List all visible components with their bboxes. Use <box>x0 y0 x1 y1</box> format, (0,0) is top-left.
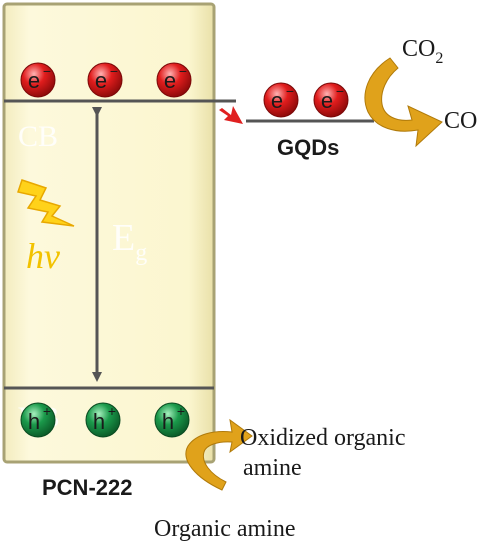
svg-text:h: h <box>162 409 174 434</box>
co2-label: CO2 <box>402 36 443 67</box>
electron-cb-1: e − <box>20 62 56 98</box>
svg-text:+: + <box>177 403 185 419</box>
co-label: CO <box>444 108 477 134</box>
photon-label: hν <box>26 236 60 276</box>
svg-text:e: e <box>321 88 333 113</box>
svg-text:h: h <box>93 409 105 434</box>
svg-text:−: − <box>286 83 294 99</box>
svg-text:e: e <box>95 68 107 93</box>
svg-text:−: − <box>336 83 344 99</box>
oxidized-amine-label-line1: Oxidized organic <box>240 425 406 451</box>
lightning-bolt-icon <box>17 179 75 227</box>
svg-text:h: h <box>28 409 40 434</box>
oxidized-amine-label-line2: amine <box>243 455 302 481</box>
cb-electrons: e − e − e − <box>20 62 192 98</box>
svg-text:−: − <box>43 63 51 79</box>
gqds-label: GQDs <box>277 135 339 160</box>
electron-gqds-2: e − <box>313 82 349 118</box>
gqds-electrons: e − e − <box>263 82 349 118</box>
cb-label: CB <box>18 120 58 153</box>
semiconductor-panel <box>2 2 216 464</box>
pcn222-label: PCN-222 <box>42 475 132 500</box>
svg-text:e: e <box>164 68 176 93</box>
hole-vb-3: h + <box>154 402 190 438</box>
organic-amine-label: Organic amine <box>154 516 296 542</box>
vb-holes: h + h + h + <box>20 402 190 438</box>
svg-text:−: − <box>179 63 187 79</box>
svg-text:+: + <box>108 403 116 419</box>
hole-vb-2: h + <box>85 402 121 438</box>
svg-text:−: − <box>110 63 118 79</box>
electron-transfer-arrow <box>219 106 243 124</box>
electron-cb-2: e − <box>87 62 123 98</box>
svg-text:+: + <box>43 403 51 419</box>
reduction-curved-arrow <box>364 57 443 148</box>
svg-text:e: e <box>28 68 40 93</box>
oxidation-curved-arrow <box>185 418 253 491</box>
band-gap-label: Eg <box>112 217 147 266</box>
hole-vb-1: h + <box>20 402 56 438</box>
electron-cb-3: e − <box>156 62 192 98</box>
electron-gqds-1: e − <box>263 82 299 118</box>
svg-text:e: e <box>271 88 283 113</box>
